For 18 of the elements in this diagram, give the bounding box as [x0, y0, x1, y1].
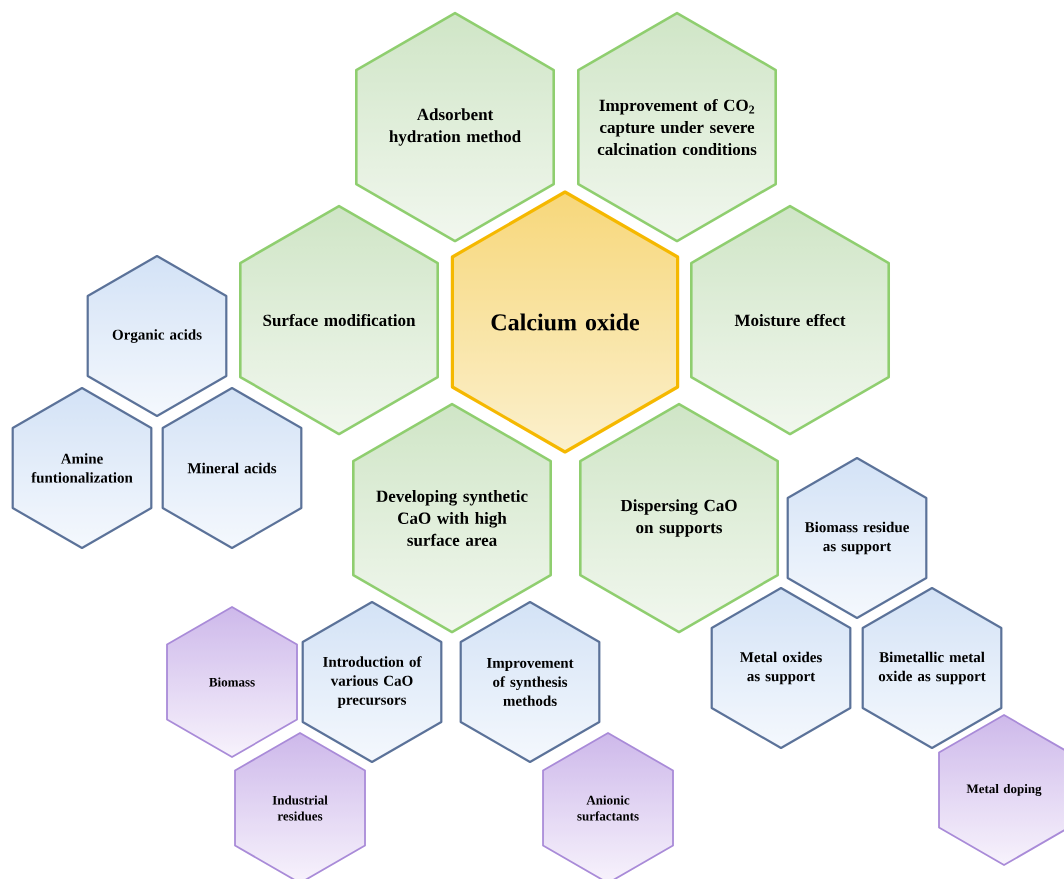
hexagon: Improvement of CO$_{2}$ capture under severe calcination conditions	[577, 11, 777, 243]
hexagon: Metal doping	[938, 714, 1064, 866]
hexagon: Bimetallic metal oxide as support	[861, 586, 1003, 750]
hexagon: Biomass	[166, 606, 298, 758]
hexagon: Amine funtionalization	[11, 386, 153, 550]
hexagon: Moisture effect	[690, 204, 890, 436]
hexagon: Mineral acids	[161, 386, 303, 550]
hexagon: Metal oxides as support	[710, 586, 852, 750]
hexagon: Industrial residues	[234, 732, 366, 879]
hexagon: Improvement of synthesis methods	[459, 600, 601, 764]
hexagon: Surface modification	[239, 204, 439, 436]
hexagon: Organic acids	[86, 254, 228, 418]
hexagon: Biomass residue as support	[786, 456, 928, 620]
hexagon: Developing synthetic CaO with high surface area	[352, 402, 552, 634]
hexagon: Dispersing CaO on supports	[579, 402, 779, 634]
hexagon: Introduction of various CaO precursors	[301, 600, 443, 764]
hexagon: Adsorbent hydration method	[355, 11, 555, 243]
hexagon: Anionic surfactants	[542, 732, 674, 879]
